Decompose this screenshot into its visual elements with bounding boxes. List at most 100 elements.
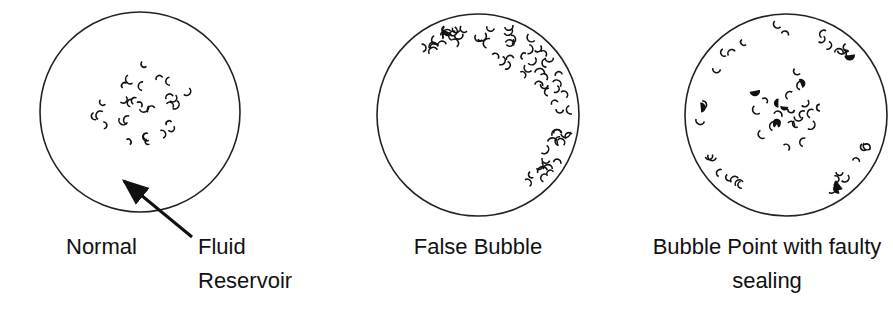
bubble — [757, 130, 765, 140]
bubble — [525, 178, 533, 187]
bubble — [700, 103, 705, 112]
bubble — [712, 68, 720, 73]
bubble — [165, 93, 173, 99]
bubble — [140, 61, 147, 68]
bubble — [527, 172, 533, 179]
bubble — [774, 110, 783, 117]
bubble — [784, 143, 791, 151]
bubble — [146, 104, 155, 112]
bubble — [794, 116, 803, 121]
bubble — [540, 173, 546, 182]
bubble — [520, 52, 526, 59]
bubble — [98, 100, 105, 107]
bubble — [506, 39, 515, 48]
bubble — [826, 42, 832, 51]
bubble — [802, 100, 811, 108]
bubble — [553, 158, 561, 163]
leader-arrow — [124, 181, 192, 237]
bubble — [473, 35, 482, 43]
bubble — [861, 143, 870, 151]
bubble — [737, 181, 742, 188]
bubble — [103, 122, 107, 129]
bubble — [427, 46, 437, 54]
bubble — [422, 44, 427, 52]
bubble — [504, 29, 514, 37]
bubble — [775, 120, 780, 127]
bubble — [543, 165, 552, 170]
bubble — [565, 106, 572, 115]
bubble — [787, 109, 794, 113]
bubble — [845, 55, 855, 61]
sight-glass — [685, 14, 887, 216]
sight-glass — [377, 14, 579, 216]
bubble — [781, 30, 789, 35]
bubble — [554, 136, 560, 145]
bubble — [555, 71, 563, 76]
bubble — [499, 56, 506, 66]
sight-glass — [40, 12, 240, 212]
bubble — [506, 55, 514, 60]
bubble — [437, 40, 446, 46]
bubble — [124, 75, 133, 85]
bubble — [837, 49, 846, 55]
bubble — [554, 86, 561, 94]
bubble — [525, 34, 535, 44]
caption-label: Bubble Point with faulty sealing — [648, 230, 886, 298]
bubble — [165, 120, 171, 125]
bubble — [144, 139, 149, 146]
bubble — [459, 26, 467, 34]
bubble — [705, 154, 713, 160]
bubble — [817, 104, 820, 111]
bubble — [492, 52, 500, 59]
bubble — [540, 84, 548, 89]
bubble — [545, 169, 553, 176]
bubble — [522, 65, 531, 73]
bubble — [155, 74, 162, 80]
bubble — [127, 99, 132, 107]
bubble — [798, 110, 805, 118]
bubble — [528, 45, 534, 55]
bubble — [556, 109, 564, 113]
bubble — [545, 58, 553, 62]
bubble — [550, 99, 558, 105]
bubble — [505, 61, 511, 70]
bubble — [818, 29, 826, 38]
caption-label: False Bubble — [378, 230, 578, 264]
bubble — [788, 120, 796, 127]
bubble — [834, 175, 840, 183]
bubble — [160, 129, 166, 138]
bubble — [799, 78, 806, 87]
bubble — [138, 81, 143, 90]
bubble — [561, 132, 571, 139]
bubble — [799, 137, 806, 147]
bubble — [775, 99, 779, 107]
bubble — [173, 101, 181, 111]
bubble — [772, 21, 781, 30]
bubble — [781, 106, 788, 110]
bubble — [130, 96, 136, 104]
bubble — [142, 132, 148, 139]
caption-label: Fluid Reservoir — [198, 230, 308, 298]
bubble — [695, 119, 705, 126]
bubble — [561, 89, 569, 97]
bubble — [719, 49, 726, 58]
bubble — [541, 145, 550, 155]
bubble — [784, 90, 792, 99]
bubble — [853, 157, 860, 162]
bubble — [726, 48, 735, 55]
bubble — [762, 97, 768, 104]
bubble — [551, 128, 562, 136]
bubble — [528, 58, 538, 67]
bubble — [126, 138, 132, 145]
bubble — [117, 118, 127, 126]
bubble — [808, 121, 817, 131]
bubble — [94, 109, 103, 119]
bubble — [170, 95, 178, 103]
bubble — [184, 88, 193, 97]
bubble — [541, 49, 548, 56]
bubble — [535, 46, 543, 54]
bubble — [806, 108, 813, 118]
bubble — [137, 101, 143, 107]
bubble — [819, 36, 827, 44]
bubble — [536, 162, 544, 171]
